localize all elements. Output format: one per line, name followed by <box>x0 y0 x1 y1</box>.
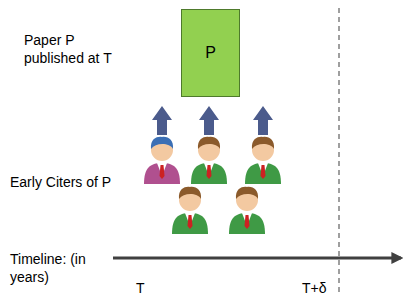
person-hair <box>198 137 220 149</box>
person-icon <box>191 137 227 184</box>
axis-title: Timeline: (in years) <box>10 251 86 286</box>
dashed-marker <box>338 8 339 292</box>
person-tie <box>160 165 165 179</box>
group-label: Early Citers of P <box>10 174 111 192</box>
person-hair <box>252 137 274 149</box>
people-group <box>144 137 281 234</box>
paper-box: P <box>181 9 240 97</box>
citation-arrows <box>152 106 273 135</box>
person-hair <box>179 187 201 199</box>
tick-label: T <box>136 280 145 298</box>
person-body <box>191 163 227 184</box>
up-arrow <box>253 106 273 135</box>
person-tie <box>245 215 250 229</box>
person-body <box>172 213 208 234</box>
paper-caption: Paper P published at T <box>24 32 130 67</box>
person-body <box>245 163 281 184</box>
person-body <box>229 213 265 234</box>
person-tie <box>188 215 193 229</box>
person-body <box>144 163 180 184</box>
person-icon <box>245 137 281 184</box>
tick-label: T+δ <box>302 280 327 298</box>
person-icon <box>229 187 265 234</box>
person-tie <box>207 165 212 179</box>
person-icon <box>144 137 180 184</box>
up-arrow <box>152 106 172 135</box>
person-hair <box>151 137 173 149</box>
person-icon <box>172 187 208 234</box>
person-tie <box>261 165 266 179</box>
up-arrow <box>199 106 219 135</box>
person-hair <box>236 187 258 199</box>
timeline-axis <box>113 257 401 260</box>
node-label: P <box>205 44 216 62</box>
